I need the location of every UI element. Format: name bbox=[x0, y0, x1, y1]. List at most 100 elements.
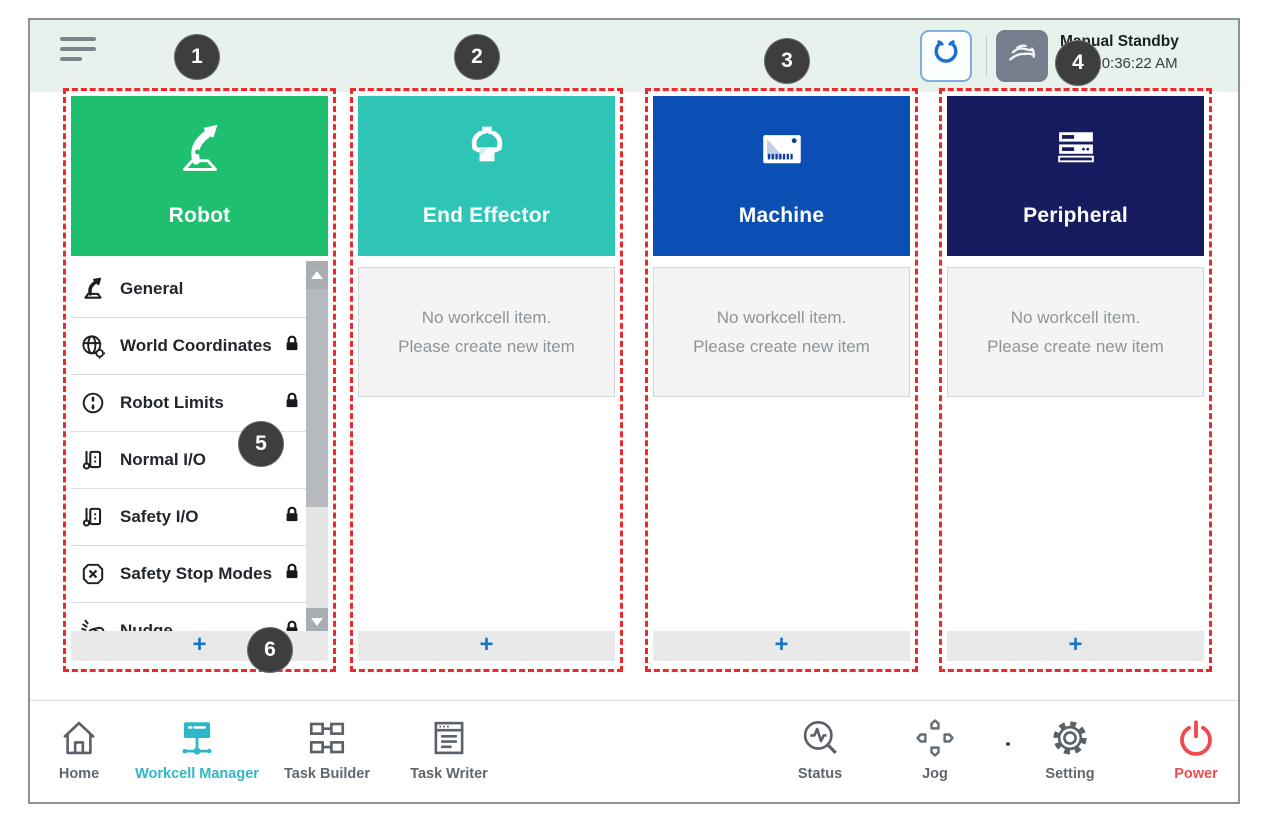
column-title: Machine bbox=[738, 204, 825, 227]
lock-icon bbox=[282, 334, 302, 359]
workcell-column-machine: Machine No workcell item. Please create … bbox=[645, 88, 918, 672]
gear-icon bbox=[995, 715, 1145, 761]
lock-icon bbox=[282, 562, 302, 587]
nav-label: Status bbox=[797, 766, 843, 782]
robot-limits-icon bbox=[77, 389, 109, 417]
menu-item-world-coordinates[interactable]: World Coordinates bbox=[71, 318, 306, 375]
robot-category-header[interactable]: Robot bbox=[71, 96, 328, 256]
io-icon bbox=[77, 446, 109, 474]
plus-icon: + bbox=[479, 631, 494, 658]
workcell-column-end-effector: End Effector No workcell item. Please cr… bbox=[350, 88, 623, 672]
menu-icon[interactable] bbox=[60, 37, 98, 67]
empty-state-line1: No workcell item. bbox=[716, 308, 847, 327]
column-title: Peripheral bbox=[1023, 204, 1128, 227]
callout-badge-4: 4 bbox=[1055, 40, 1101, 86]
machine-body: No workcell item. Please create new item bbox=[653, 261, 910, 636]
task-writer-icon bbox=[374, 715, 524, 761]
peripheral-body: No workcell item. Please create new item bbox=[947, 261, 1204, 636]
workcell-manager-icon bbox=[122, 715, 272, 761]
nav-label: Setting bbox=[1045, 766, 1095, 782]
menu-item-safety-stop-modes[interactable]: Safety Stop Modes bbox=[71, 546, 306, 603]
triangle-down-icon bbox=[311, 618, 323, 626]
manual-mode-button[interactable] bbox=[996, 30, 1048, 82]
hand-icon bbox=[1004, 36, 1040, 77]
empty-state-line2: Please create new item bbox=[987, 337, 1164, 356]
nav-label: Jog bbox=[922, 766, 948, 782]
nav-label: Task Writer bbox=[410, 766, 488, 782]
machine-category-header[interactable]: Machine bbox=[653, 96, 910, 256]
end-effector-category-header[interactable]: End Effector bbox=[358, 96, 615, 256]
menu-item-robot-limits[interactable]: Robot Limits bbox=[71, 375, 306, 432]
nav-label: Power bbox=[1174, 766, 1218, 782]
nav-task-builder[interactable]: Task Builder bbox=[252, 715, 402, 782]
end-effector-icon bbox=[457, 120, 517, 182]
empty-state-line2: Please create new item bbox=[693, 337, 870, 356]
jog-dpad-icon bbox=[860, 715, 1010, 761]
home-icon bbox=[4, 715, 154, 761]
nav-power[interactable]: Power bbox=[1121, 715, 1271, 782]
empty-state: No workcell item. Please create new item bbox=[947, 267, 1204, 397]
scrollbar-thumb[interactable] bbox=[306, 289, 328, 507]
robot-mode-button[interactable] bbox=[920, 30, 972, 82]
callout-badge-1: 1 bbox=[174, 34, 220, 80]
empty-state: No workcell item. Please create new item bbox=[358, 267, 615, 397]
nav-jog[interactable]: Jog bbox=[860, 715, 1010, 782]
column-title: Robot bbox=[168, 204, 231, 227]
menu-item-label: Robot Limits bbox=[120, 393, 224, 412]
add-peripheral-item-button[interactable]: + bbox=[947, 631, 1204, 661]
workcell-column-robot: Robot General bbox=[63, 88, 336, 672]
column-title: End Effector bbox=[422, 204, 551, 227]
nav-label: Home bbox=[58, 766, 100, 782]
menu-item-nudge[interactable]: Nudge bbox=[71, 603, 306, 636]
safety-stop-icon bbox=[77, 560, 109, 588]
empty-state: No workcell item. Please create new item bbox=[653, 267, 910, 397]
menu-item-safety-io[interactable]: Safety I/O bbox=[71, 489, 306, 546]
gripper-mode-icon bbox=[929, 37, 963, 76]
empty-state-line1: No workcell item. bbox=[421, 308, 552, 327]
general-icon bbox=[77, 275, 109, 303]
callout-badge-6: 6 bbox=[247, 627, 293, 673]
robot-arm-icon bbox=[169, 120, 231, 182]
scroll-down-button[interactable] bbox=[306, 608, 328, 636]
machine-icon bbox=[752, 120, 812, 182]
end-effector-body: No workcell item. Please create new item bbox=[358, 261, 615, 636]
power-icon bbox=[1121, 715, 1271, 761]
status-icon bbox=[745, 715, 895, 761]
nav-home[interactable]: Home bbox=[4, 715, 154, 782]
callout-badge-3: 3 bbox=[764, 38, 810, 84]
empty-state-line1: No workcell item. bbox=[1010, 308, 1141, 327]
app-window: Manual Standby 2.22 10:36:22 AM Robot bbox=[28, 18, 1240, 804]
robot-menu-list: General World Coordinates bbox=[71, 261, 328, 636]
nav-label: Workcell Manager bbox=[135, 766, 259, 782]
nav-workcell-manager[interactable]: Workcell Manager bbox=[122, 715, 272, 782]
cursor-dot bbox=[1006, 742, 1010, 746]
lock-icon bbox=[282, 505, 302, 530]
peripheral-category-header[interactable]: Peripheral bbox=[947, 96, 1204, 256]
lock-icon bbox=[282, 391, 302, 416]
nav-task-writer[interactable]: Task Writer bbox=[374, 715, 524, 782]
triangle-up-icon bbox=[311, 271, 323, 279]
io-icon bbox=[77, 503, 109, 531]
nav-divider bbox=[30, 700, 1238, 701]
workcell-column-peripheral: Peripheral No workcell item. Please crea… bbox=[939, 88, 1212, 672]
plus-icon: + bbox=[1068, 631, 1083, 658]
callout-badge-5: 5 bbox=[238, 421, 284, 467]
menu-item-general[interactable]: General bbox=[71, 261, 306, 318]
menu-item-label: Safety I/O bbox=[120, 507, 199, 526]
callout-badge-2: 2 bbox=[454, 34, 500, 80]
robot-list-scrollbar[interactable] bbox=[306, 261, 328, 636]
empty-state-line2: Please create new item bbox=[398, 337, 575, 356]
peripheral-icon bbox=[1046, 120, 1106, 182]
menu-item-label: World Coordinates bbox=[120, 336, 272, 355]
topbar-divider bbox=[986, 36, 987, 76]
menu-item-label: General bbox=[120, 279, 184, 298]
nav-status[interactable]: Status bbox=[745, 715, 895, 782]
plus-icon: + bbox=[774, 631, 789, 658]
task-builder-icon bbox=[252, 715, 402, 761]
add-machine-item-button[interactable]: + bbox=[653, 631, 910, 661]
add-end-effector-item-button[interactable]: + bbox=[358, 631, 615, 661]
world-coordinates-icon bbox=[77, 332, 109, 360]
scroll-up-button[interactable] bbox=[306, 261, 328, 289]
nav-setting[interactable]: Setting bbox=[995, 715, 1145, 782]
nav-label: Task Builder bbox=[284, 766, 370, 782]
